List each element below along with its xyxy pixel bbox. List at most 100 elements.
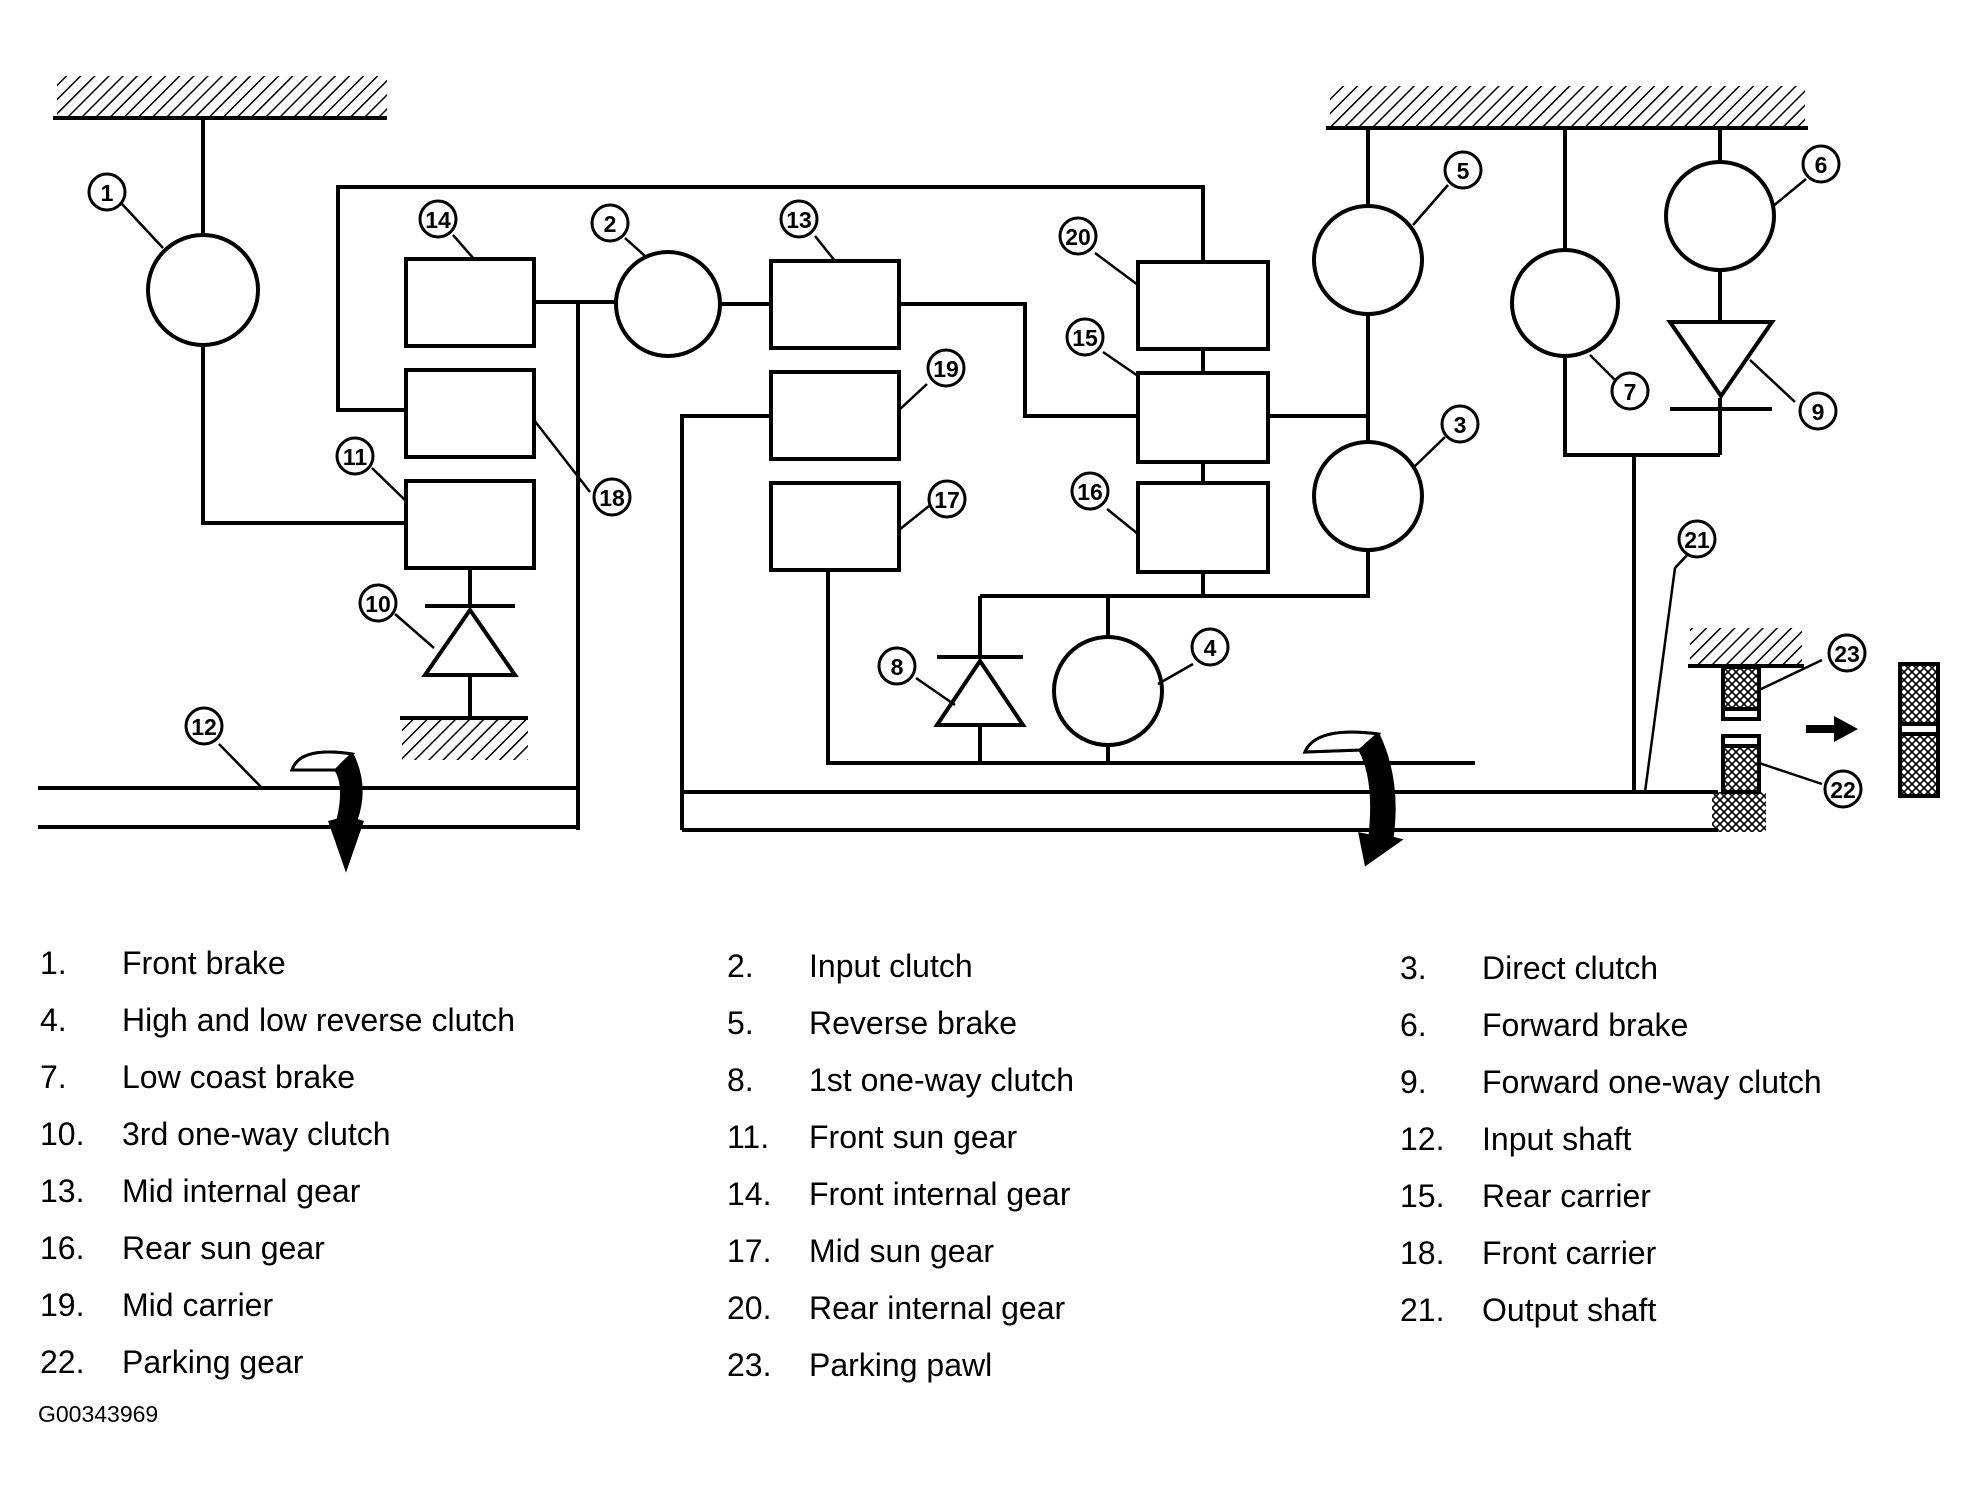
callout-8-label: 8 xyxy=(891,654,904,680)
front-carrier xyxy=(404,368,536,459)
legend-number: 5. xyxy=(727,1005,754,1041)
legend-number: 18. xyxy=(1400,1235,1445,1271)
callout-17 xyxy=(927,479,967,519)
callout-4-label: 4 xyxy=(1204,635,1217,661)
callout-20-label: 20 xyxy=(1065,224,1091,250)
callout-15-label: 15 xyxy=(1072,325,1098,351)
legend-label: Direct clutch xyxy=(1482,950,1659,986)
callout-2-label: 2 xyxy=(604,211,617,237)
legend-label: Mid sun gear xyxy=(809,1233,994,1269)
rotation-arrow-icon xyxy=(289,750,364,873)
output-shaft xyxy=(682,790,1718,832)
callout-22-label: 22 xyxy=(1830,777,1856,803)
callout-22 xyxy=(1823,769,1863,809)
legend-label: Front sun gear xyxy=(809,1119,1018,1155)
parking-gear-detached xyxy=(1898,662,1940,798)
legend-number: 22. xyxy=(40,1344,85,1380)
legend-number: 21. xyxy=(1400,1292,1445,1328)
legend-number: 20. xyxy=(727,1290,772,1326)
callout-3-label: 3 xyxy=(1454,412,1467,438)
callout-19-label: 19 xyxy=(933,356,959,382)
callout-7-label: 7 xyxy=(1624,379,1637,405)
callout-10-label: 10 xyxy=(365,591,391,617)
legend-label: Mid internal gear xyxy=(122,1173,361,1209)
rotation-arrow-icon xyxy=(1302,730,1404,867)
callout-21-label: 21 xyxy=(1684,527,1710,553)
legend-label: Parking pawl xyxy=(809,1347,993,1383)
legend-label: Front brake xyxy=(122,945,286,981)
mid-internal-gear xyxy=(769,259,901,350)
callout-23 xyxy=(1827,633,1867,673)
input-clutch xyxy=(614,250,722,358)
rear-internal-gear xyxy=(1136,260,1270,351)
one-way-clutch-forward xyxy=(1666,320,1776,400)
callout-12 xyxy=(184,706,224,746)
callout-6 xyxy=(1801,144,1841,184)
one-way-clutch-3rd xyxy=(421,606,519,677)
callout-9-label: 9 xyxy=(1812,399,1825,425)
legend-number: 13. xyxy=(40,1173,85,1209)
ground-right xyxy=(1326,86,1808,130)
callout-21 xyxy=(1677,519,1717,559)
legend-label: Parking gear xyxy=(122,1344,304,1380)
legend-number: 6. xyxy=(1400,1007,1427,1043)
direct-clutch xyxy=(1312,440,1424,552)
legend-number: 12. xyxy=(1400,1121,1445,1157)
callout-5-label: 5 xyxy=(1457,158,1470,184)
callout-5 xyxy=(1443,150,1483,190)
callout-12-label: 12 xyxy=(191,714,217,740)
legend-label: High and low reverse clutch xyxy=(122,1002,516,1038)
callout-13 xyxy=(779,199,819,239)
legend-label: Front internal gear xyxy=(809,1176,1071,1212)
legend-number: 15. xyxy=(1400,1178,1445,1214)
legend-number: 19. xyxy=(40,1287,85,1323)
reverse-brake xyxy=(1312,204,1424,316)
legend-number: 8. xyxy=(727,1062,754,1098)
legend-label: Rear carrier xyxy=(1482,1178,1651,1214)
parking-gear xyxy=(1712,734,1766,832)
low-coast-brake xyxy=(1510,248,1620,358)
parking-pawl xyxy=(1721,665,1761,721)
arrow-right-icon xyxy=(1806,716,1858,742)
legend-number: 1. xyxy=(40,945,67,981)
legend-label: Front carrier xyxy=(1482,1235,1657,1271)
legend-number: 23. xyxy=(727,1347,772,1383)
legend-number: 14. xyxy=(727,1176,772,1212)
callout-6-label: 6 xyxy=(1815,152,1828,178)
callout-4 xyxy=(1190,627,1230,667)
callout-18 xyxy=(592,477,632,517)
legend-label: Input shaft xyxy=(1482,1121,1632,1157)
legend-number: 7. xyxy=(40,1059,67,1095)
mid-carrier xyxy=(769,370,901,461)
callout-8 xyxy=(877,646,917,686)
callout-16-label: 16 xyxy=(1077,479,1103,505)
ground-parking-pawl xyxy=(1688,628,1804,668)
callout-10 xyxy=(358,583,398,623)
rear-sun-gear xyxy=(1136,481,1270,574)
callout-1-label: 1 xyxy=(101,180,114,206)
input-shaft xyxy=(38,786,578,829)
callout-13-label: 13 xyxy=(786,207,812,233)
one-way-clutch-1st xyxy=(933,657,1027,727)
legend-number: 10. xyxy=(40,1116,85,1152)
legend-label: Input clutch xyxy=(809,948,973,984)
callout-1 xyxy=(87,172,127,212)
legend-number: 11. xyxy=(727,1119,770,1155)
legend-label: Reverse brake xyxy=(809,1005,1018,1041)
ground-left xyxy=(53,76,387,120)
figure-id: G00343969 xyxy=(38,1401,159,1427)
callout-14-label: 14 xyxy=(425,207,451,233)
front-sun-gear xyxy=(404,479,536,570)
rear-carrier xyxy=(1136,371,1270,464)
callout-16 xyxy=(1070,471,1110,511)
legend-label: Output shaft xyxy=(1482,1292,1657,1328)
callout-15 xyxy=(1065,317,1105,357)
high-low-reverse-clutch xyxy=(1052,635,1164,747)
callout-7 xyxy=(1610,371,1650,411)
legend-number: 4. xyxy=(40,1002,67,1038)
legend-label: Mid carrier xyxy=(122,1287,274,1323)
legend-number: 9. xyxy=(1400,1064,1427,1100)
mid-sun-gear xyxy=(769,481,901,572)
legend-number: 17. xyxy=(727,1233,772,1269)
